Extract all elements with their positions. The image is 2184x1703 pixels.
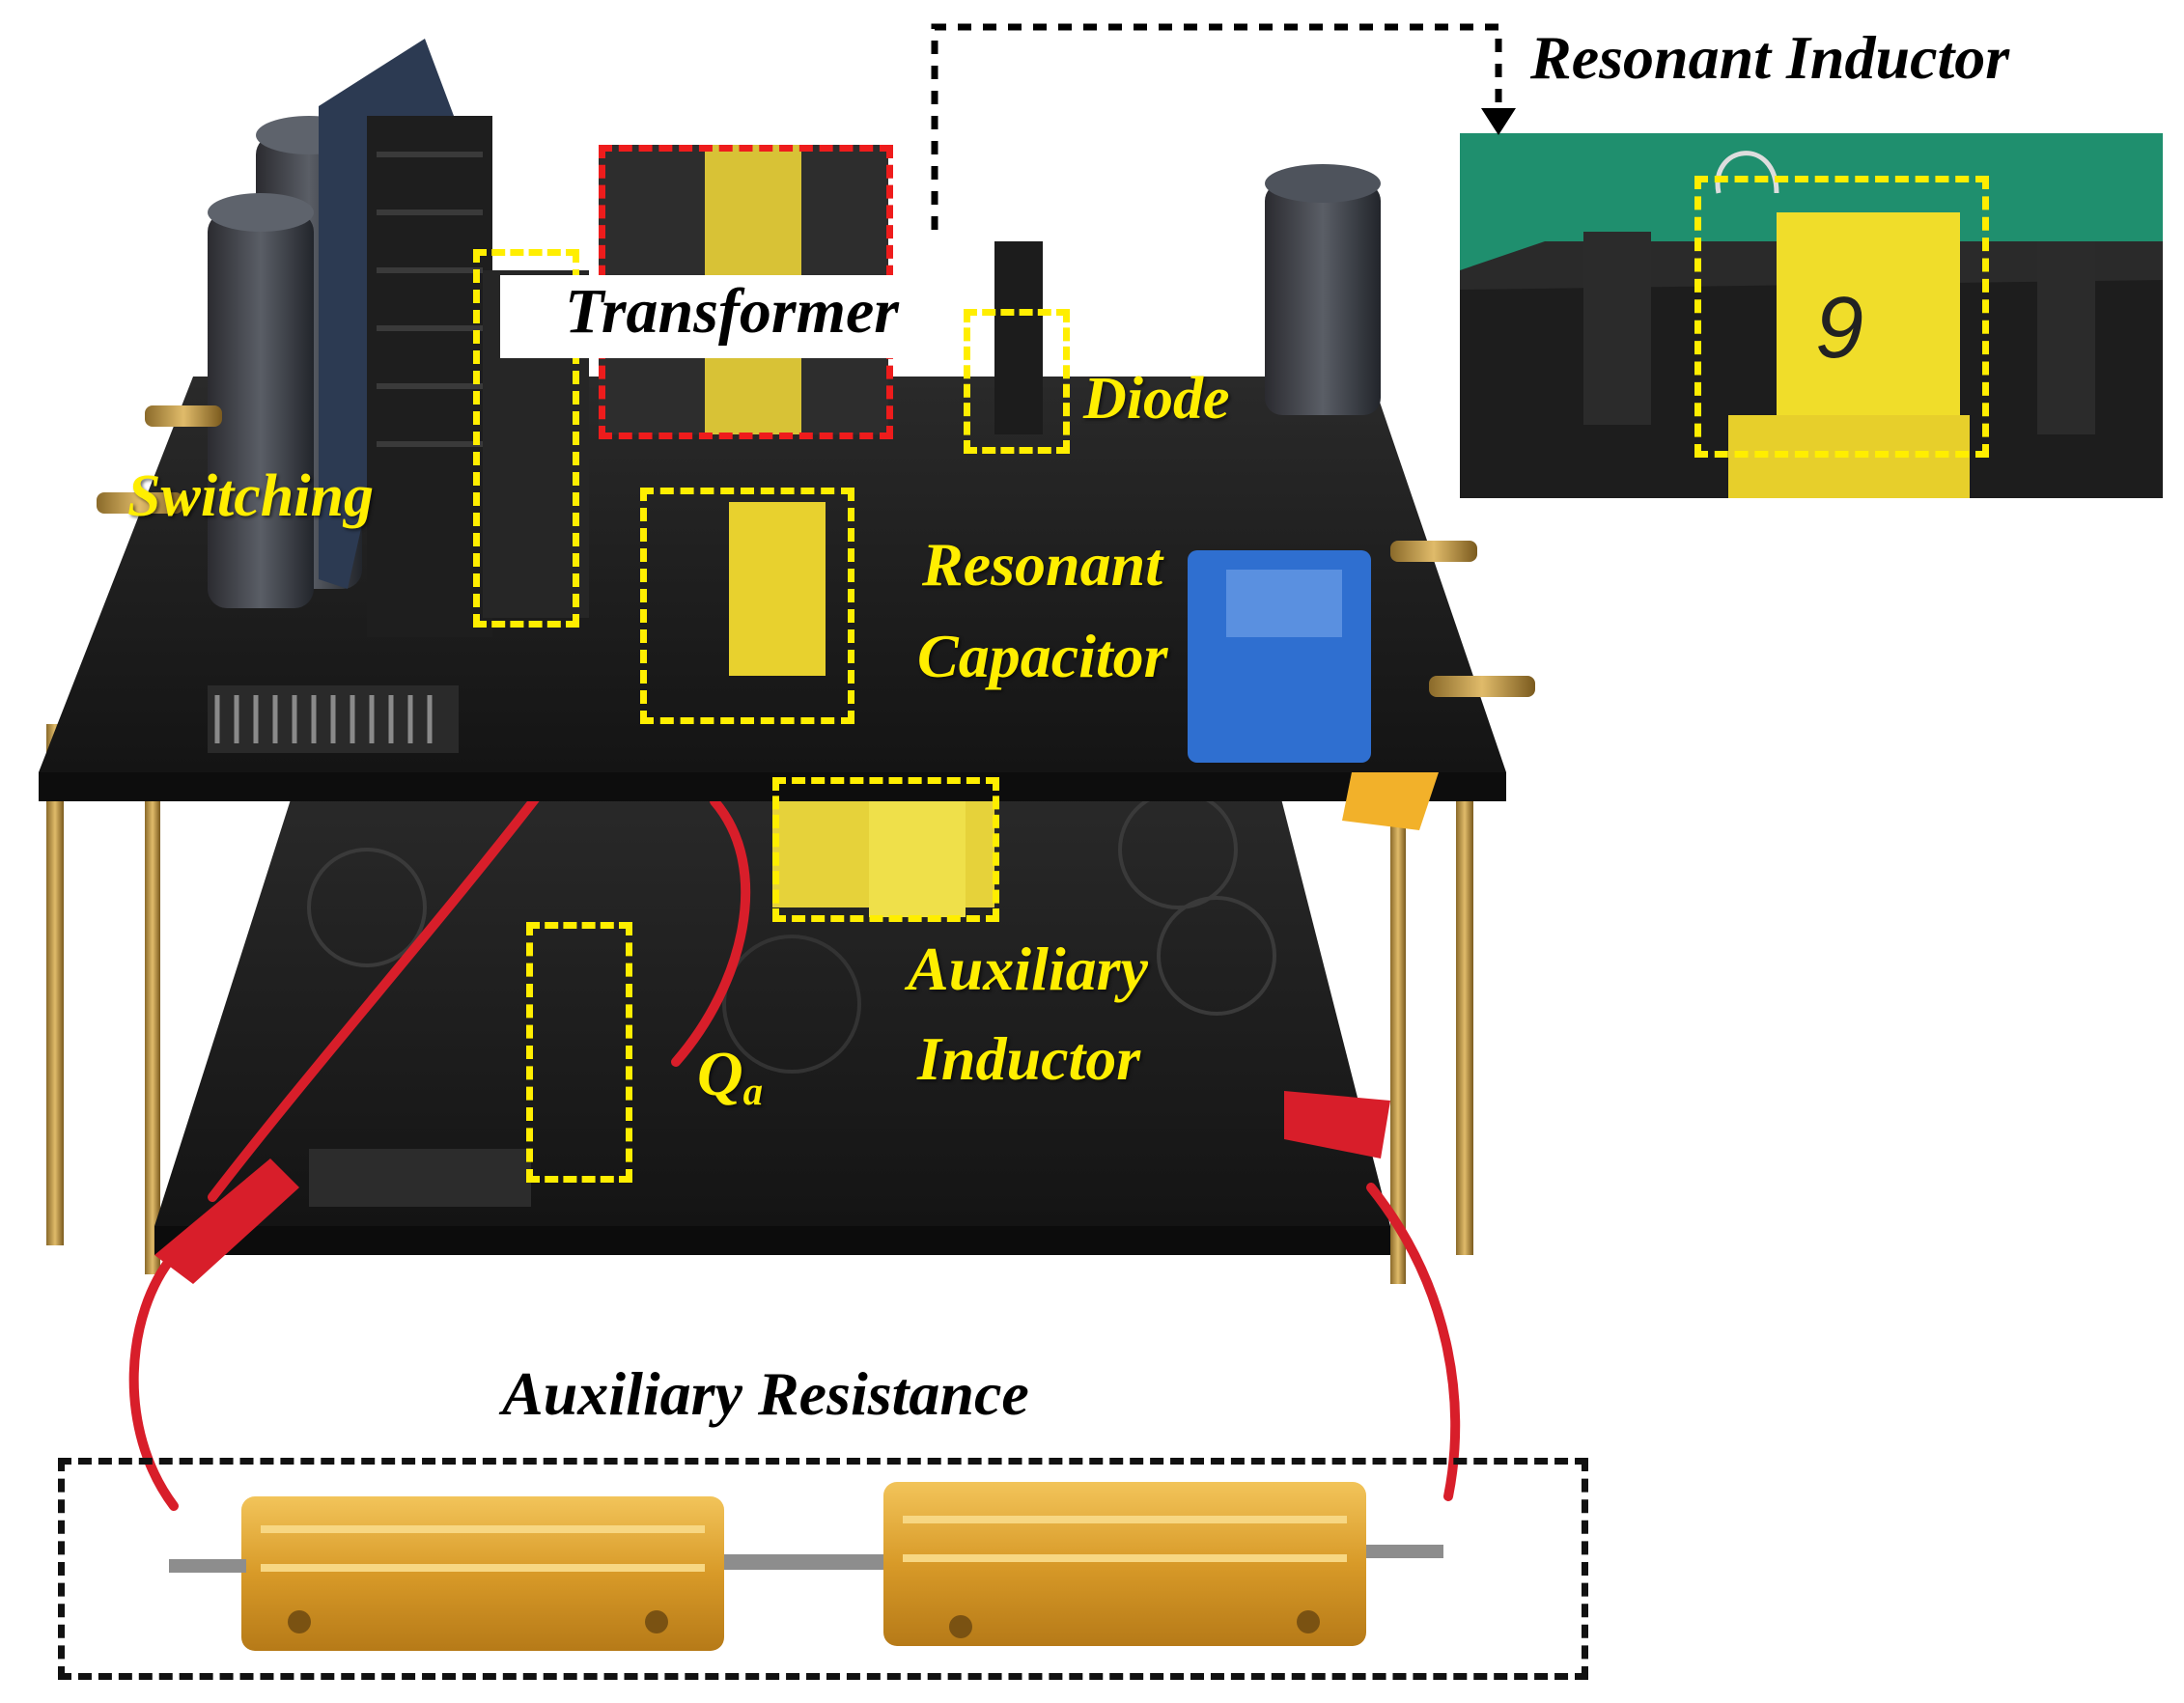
transformer-label-background	[500, 275, 954, 358]
auxiliary-resistance-label: Auxiliary Resistance	[502, 1359, 1029, 1428]
transformer-label: Transformer	[565, 276, 899, 347]
standoff-posts	[46, 714, 1473, 1284]
resonant-capacitor-highlight-box	[640, 488, 854, 724]
banana-jacks	[97, 405, 1535, 697]
svg-text:9: 9	[1815, 280, 1863, 377]
qa-label-subscript: a	[742, 1070, 764, 1114]
yellow-connector	[1342, 772, 1439, 830]
auxiliary-inductor-label-line1: Auxiliary	[908, 935, 1148, 1003]
diode-highlight-box	[964, 309, 1070, 454]
auxiliary-inductor-label-line2: Inductor	[917, 1024, 1141, 1093]
switching-highlight-box	[473, 249, 579, 628]
alligator-clip-right	[1284, 1091, 1390, 1159]
switching-label: Switching	[127, 463, 374, 529]
auxiliary-inductor-highlight-box	[772, 777, 999, 922]
electrolytic-capacitors	[208, 116, 1381, 608]
diode-body	[994, 241, 1043, 434]
blue-current-sensor	[1188, 550, 1371, 763]
resonant-inductor-label: Resonant Inductor	[1530, 23, 2010, 92]
resonant-inductor-inset-photo: 9	[1460, 133, 2163, 498]
auxiliary-resistance-highlight-box	[58, 1458, 1588, 1680]
alligator-clip-left	[154, 1159, 299, 1284]
auxiliary-resistors	[169, 1482, 1443, 1651]
red-test-leads	[128, 787, 1461, 1511]
resonant-capacitor-label-line1: Resonant	[922, 530, 1162, 599]
resonant-capacitor-label-line2: Capacitor	[917, 622, 1168, 690]
qa-label-main: Q	[697, 1039, 743, 1109]
diode-label: Diode	[1083, 366, 1230, 432]
qa-highlight-box	[526, 922, 632, 1183]
resonant-inductor-inset-highlight-box	[1694, 176, 1989, 458]
heatsink-and-driver-board	[319, 39, 492, 637]
resonant-capacitor-body	[729, 502, 826, 676]
qa-label: Qa	[697, 1043, 763, 1112]
